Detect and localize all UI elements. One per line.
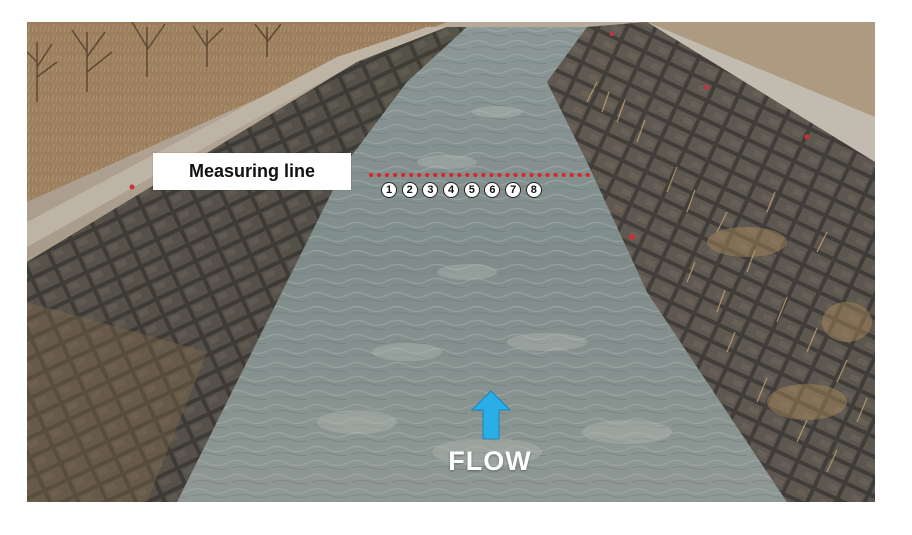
measurement-point-3: 3 — [422, 182, 439, 198]
flow-label: FLOW — [448, 446, 532, 476]
measurement-point-5: 5 — [463, 182, 480, 198]
measurement-point-4: 4 — [443, 182, 460, 198]
measurement-point-7: 7 — [505, 182, 522, 198]
arrow-up-icon — [471, 390, 511, 440]
measuring-line-label-text: Measuring line — [188, 161, 316, 181]
measurement-point-2: 2 — [401, 182, 418, 198]
measurement-point-1: 1 — [381, 182, 397, 198]
measuring-line-label: Measuring line — [153, 153, 351, 190]
measurement-points: 1 2 3 4 5 6 7 8 — [381, 182, 542, 202]
measurement-point-6: 6 — [484, 182, 501, 198]
measuring-line — [369, 173, 590, 177]
river-channel-photo — [27, 22, 875, 502]
measurement-point-8: 8 — [525, 182, 542, 198]
